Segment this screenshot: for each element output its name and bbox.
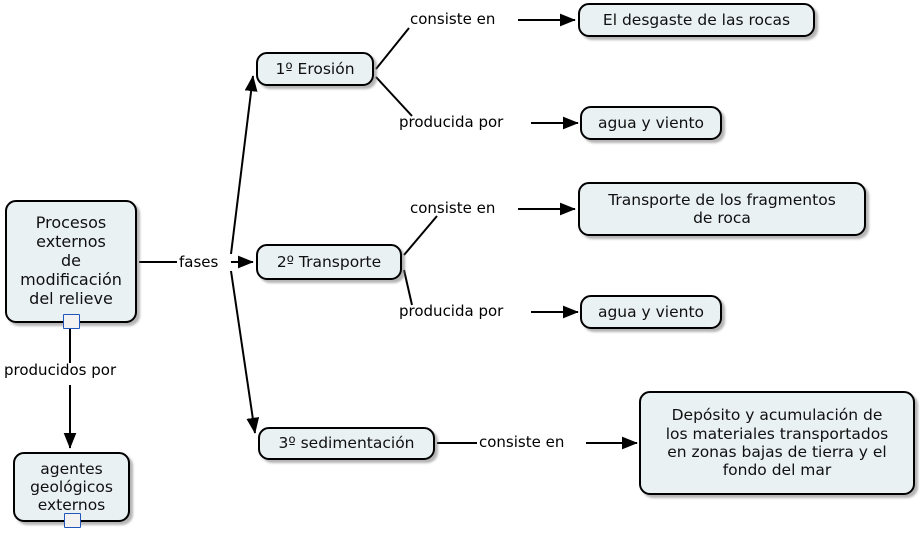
edge-fases-erosion xyxy=(230,75,258,255)
node-label: agua y viento xyxy=(597,113,705,132)
node-transporte[interactable]: 2º Transporte xyxy=(256,244,402,280)
node-procesos-externos[interactable]: Procesos externos de modificación del re… xyxy=(5,200,137,329)
concept-map-icon[interactable] xyxy=(63,513,81,528)
edge-label-consiste-en-erosion: consiste en xyxy=(410,10,496,28)
node-agua-viento-transporte[interactable]: agua y viento xyxy=(580,295,722,329)
picture-icon[interactable] xyxy=(63,314,80,329)
node-agua-viento-erosion[interactable]: agua y viento xyxy=(580,106,722,140)
edge-label-producida-por-erosion: producida por xyxy=(399,113,504,131)
node-label: Transporte de los fragmentos de roca xyxy=(608,190,836,227)
node-label: agua y viento xyxy=(597,302,705,321)
node-deposito-acumulacion[interactable]: Depósito y acumulación de los materiales… xyxy=(639,391,915,495)
node-desgaste-rocas[interactable]: El desgaste de las rocas xyxy=(578,3,815,37)
node-transporte-fragmentos[interactable]: Transporte de los fragmentos de roca xyxy=(578,182,866,236)
edge-transporte-consisteen xyxy=(403,215,438,256)
edge-label-producida-por-transporte: producida por xyxy=(399,302,504,320)
edge-label-consiste-en-sedimentacion: consiste en xyxy=(479,433,565,451)
node-erosion[interactable]: 1º Erosión xyxy=(256,52,374,86)
edge-label-consiste-en-transporte: consiste en xyxy=(410,199,496,217)
edge-erosion-producidapor xyxy=(375,76,413,117)
edge-label-producidos-por: producidos por xyxy=(4,361,117,379)
node-label: Procesos externos de modificación del re… xyxy=(20,213,122,308)
edge-transporte-producidapor xyxy=(403,269,413,306)
node-label: 2º Transporte xyxy=(276,252,382,271)
node-label: 3º sedimentación xyxy=(278,434,415,453)
node-label: El desgaste de las rocas xyxy=(602,10,791,29)
edge-erosion-consisteen xyxy=(375,27,410,70)
node-agentes-geologicos[interactable]: agentes geológicos externos xyxy=(13,452,130,528)
node-label: agentes geológicos externos xyxy=(30,459,113,515)
node-label: 1º Erosión xyxy=(275,59,355,78)
node-sedimentacion[interactable]: 3º sedimentación xyxy=(258,427,435,460)
edge-label-fases: fases xyxy=(179,253,219,271)
node-label: Depósito y acumulación de los materiales… xyxy=(665,406,889,480)
edge-fases-sedimentacion xyxy=(230,270,260,434)
